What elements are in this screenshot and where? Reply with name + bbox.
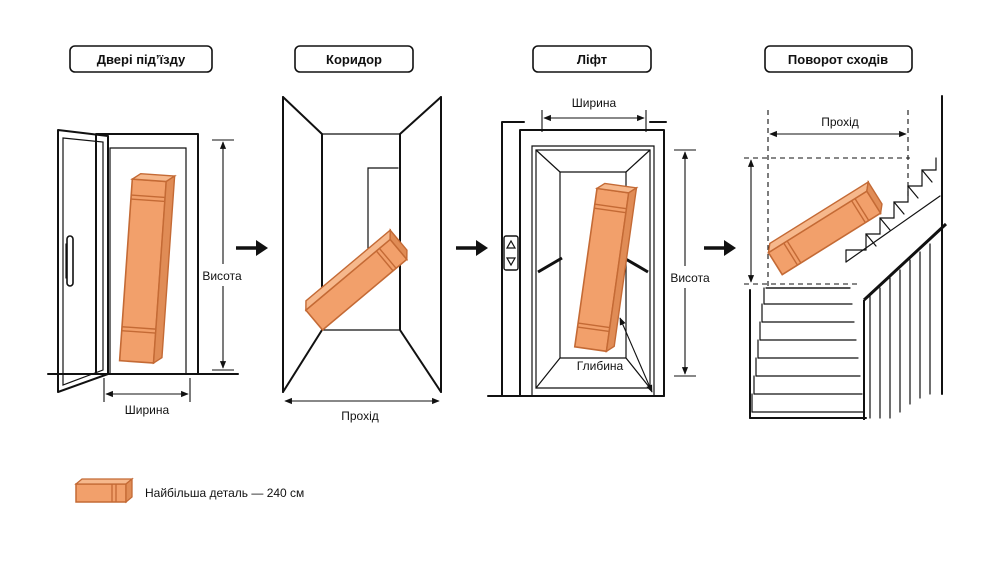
down-triangle-icon (505, 257, 517, 267)
label-passage: Прохід (341, 409, 379, 423)
elevator-illustration: Ширина Висота Глибина (487, 96, 710, 397)
svg-text:Поворот сходів: Поворот сходів (788, 52, 888, 67)
panel-title-stair-turn: Поворот сходів (764, 45, 913, 73)
arrow-right-icon (456, 240, 488, 256)
label-height: Висота (202, 269, 242, 283)
label-width: Ширина (125, 403, 170, 417)
label-passage: Прохід (821, 115, 859, 129)
up-triangle-icon (505, 239, 517, 249)
furniture-part-stairs (767, 179, 883, 276)
legend-text: Найбільша деталь — 240 см (145, 486, 304, 500)
label-height: Висота (670, 271, 710, 285)
label-width: Ширина (572, 96, 617, 110)
entrance-door-illustration: Висота Ширина (47, 129, 242, 417)
panel-title-corridor: Коридор (294, 45, 414, 73)
arrow-right-icon (704, 240, 736, 256)
corridor-illustration: Прохід (282, 96, 442, 423)
door-handle-icon (65, 235, 74, 287)
svg-text:Двері під’їзду: Двері під’їзду (97, 52, 186, 67)
svg-text:Коридор: Коридор (326, 52, 382, 67)
arrow-right-icon (236, 240, 268, 256)
furniture-part-elevator (573, 182, 639, 353)
panel-title-entrance-door: Двері під’їзду (69, 45, 213, 73)
package-box-icon (74, 477, 134, 504)
legend: Найбільша деталь — 240 см (74, 477, 304, 504)
furniture-part-door (118, 172, 177, 365)
furniture-part-corridor (304, 228, 408, 332)
svg-text:Ліфт: Ліфт (577, 52, 607, 67)
stair-turn-illustration: Прохід (744, 95, 948, 420)
panel-title-elevator: Ліфт (532, 45, 652, 73)
label-depth: Глибина (577, 359, 624, 373)
